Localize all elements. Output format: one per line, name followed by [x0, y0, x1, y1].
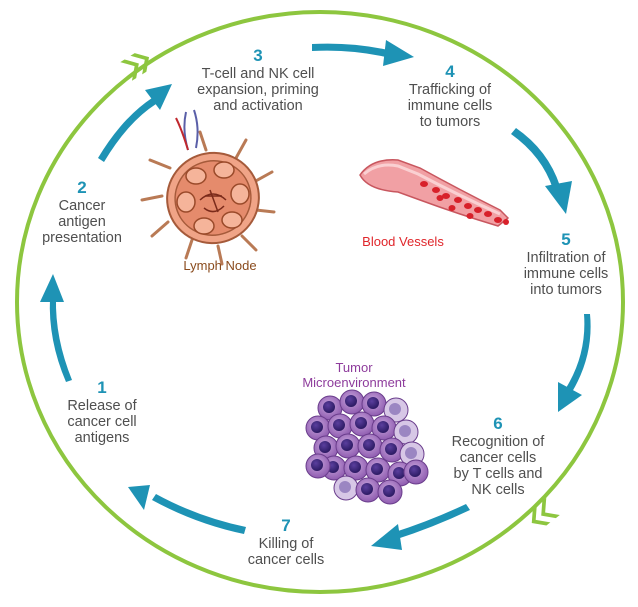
step-number: 4	[445, 62, 455, 81]
step-text: to tumors	[419, 114, 481, 130]
step-4: 4 Trafficking of immune cells to tumors	[384, 62, 516, 130]
arrow-head	[371, 524, 402, 550]
arrow-step4-to-step5	[511, 128, 560, 189]
step-text: T-cell and NK cell	[201, 66, 315, 82]
step-2: 2 Cancer antigen presentation	[22, 178, 142, 246]
arrow-head	[545, 181, 572, 214]
chevron-arrow-icon	[531, 497, 560, 526]
step-text: expansion, priming	[197, 82, 319, 98]
tumor-cell-nucleus	[371, 463, 383, 475]
tumor-label-line: Tumor	[335, 360, 373, 375]
tumor-label: Tumor Microenvironment	[288, 360, 420, 390]
tumor-cell-nucleus	[383, 485, 395, 497]
tumor-label-line: Microenvironment	[302, 375, 406, 390]
step-number: 6	[493, 414, 503, 433]
tumor-cell-nucleus	[389, 403, 401, 415]
step-1: 1 Release of cancer cell antigens	[42, 378, 162, 446]
blood-vessel-illustration	[359, 159, 510, 227]
step-number: 2	[77, 178, 87, 197]
step-text: by T cells and	[453, 466, 543, 482]
step-6: 6 Recognition of cancer cells by T cells…	[432, 414, 564, 498]
cycle-ring	[15, 10, 625, 594]
arrow-step6-to-step7	[392, 504, 470, 540]
tumor-cell-nucleus	[341, 439, 353, 451]
step-text: Cancer	[58, 198, 106, 214]
arrow-head	[40, 274, 64, 302]
tumor-cells-illustration	[305, 389, 429, 505]
step-3: 3 T-cell and NK cell expansion, priming …	[178, 46, 338, 114]
arrow-step5-to-step6	[566, 314, 591, 392]
step-text: Trafficking of	[408, 82, 492, 98]
step-text: Recognition of	[451, 434, 545, 450]
arrow-head	[558, 382, 582, 412]
step-number: 1	[97, 378, 107, 397]
tumor-cell-nucleus	[377, 421, 389, 433]
step-text: cancer cell	[67, 414, 137, 430]
step-text: cancer cells	[247, 552, 325, 568]
lymph-node-illustration	[140, 109, 276, 266]
step-text: NK cells	[471, 482, 525, 498]
step-text: cancer cells	[459, 450, 537, 466]
tumor-cell-nucleus	[333, 419, 345, 431]
step-text: Release of	[67, 398, 137, 414]
tumor-cell-nucleus	[311, 459, 323, 471]
tumor-cell-nucleus	[393, 467, 405, 479]
tumor-cell-nucleus	[311, 421, 323, 433]
step-text: immune cells	[523, 266, 609, 282]
step-number: 5	[561, 230, 571, 249]
arrow-head	[383, 40, 414, 66]
step-text: antigens	[74, 430, 130, 446]
tumor-cell-nucleus	[405, 447, 417, 459]
tumor-cell-nucleus	[385, 443, 397, 455]
step-5: 5 Infiltration of immune cells into tumo…	[500, 230, 632, 298]
tumor-cell-nucleus	[355, 417, 367, 429]
tumor-cell-nucleus	[367, 397, 379, 409]
step-text: immune cells	[407, 98, 493, 114]
tumor-cell-nucleus	[361, 483, 373, 495]
tumor-cell-nucleus	[349, 461, 361, 473]
step-text: antigen	[58, 214, 106, 230]
step-number: 7	[281, 516, 291, 535]
step-text: into tumors	[530, 282, 602, 298]
step-text: presentation	[42, 230, 122, 246]
step-7: 7 Killing of cancer cells	[226, 516, 346, 568]
tumor-cell-nucleus	[399, 425, 411, 437]
arrow-step1-to-step2	[49, 298, 72, 382]
arrow-step2-to-step3	[98, 98, 156, 162]
step-text: Infiltration of	[526, 250, 606, 266]
step-text: and activation	[213, 98, 303, 114]
arrow-head	[128, 485, 150, 510]
tumor-cell-nucleus	[323, 401, 335, 413]
lymph-node-label: Lymph Node	[183, 258, 257, 273]
blood-vessels-label: Blood Vessels	[362, 234, 444, 249]
step-text: Killing of	[258, 536, 314, 552]
arrow-step7-to-step1	[152, 494, 246, 534]
chevron-arrow-icon	[120, 53, 150, 81]
step-number: 3	[253, 46, 263, 65]
arrow-step3-to-step4	[312, 43, 388, 57]
tumor-cell-nucleus	[409, 465, 421, 477]
arrow-head	[145, 84, 172, 110]
tumor-cell-nucleus	[339, 481, 351, 493]
tumor-cell-nucleus	[345, 395, 357, 407]
tumor-cell-nucleus	[319, 441, 331, 453]
tumor-cell-nucleus	[363, 439, 375, 451]
